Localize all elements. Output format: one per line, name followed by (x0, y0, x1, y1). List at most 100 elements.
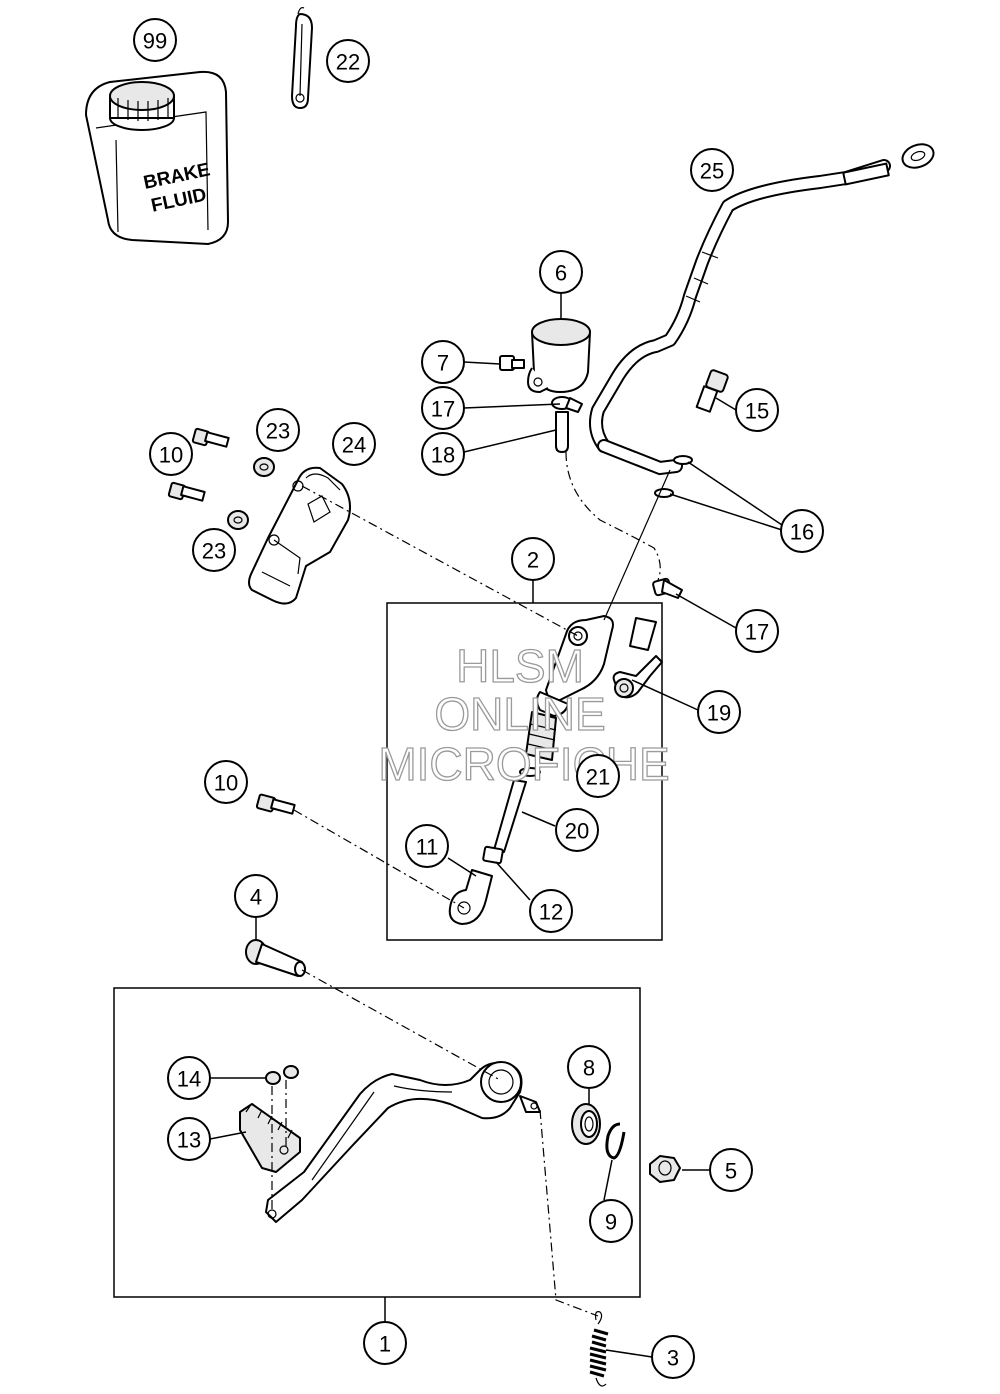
brake-pedal (265, 1061, 541, 1223)
callout-1: 1 (363, 1321, 407, 1365)
push-rod-nut (482, 845, 504, 865)
leader-lines (209, 293, 783, 1358)
brake-fluid-reservoir (527, 318, 591, 393)
callout-17-top-label: 17 (431, 397, 455, 422)
circlip (605, 1122, 626, 1160)
spacer-bottom (227, 510, 249, 530)
hose-clamp-lower (652, 577, 683, 599)
group-box-brake-pedal (113, 987, 641, 1298)
group-box-master-cylinder (386, 602, 663, 941)
callout-5-label: 5 (725, 1159, 737, 1184)
callout-20-label: 20 (565, 819, 589, 844)
callout-6-label: 6 (555, 261, 567, 286)
elbow-connector (612, 655, 663, 699)
watermark: HLSM ONLINE MICROFICHE (378, 639, 671, 790)
callout-10-lower-label: 10 (214, 771, 238, 796)
assembly-line-pivot-to-pedal (301, 969, 501, 1081)
push-rod (493, 779, 527, 853)
callout-16: 16 (780, 509, 824, 553)
watermark-line2: ONLINE (434, 688, 605, 740)
callout-21-label: 21 (586, 765, 610, 790)
callout-10-top: 10 (149, 432, 193, 476)
callout-8-label: 8 (583, 1056, 595, 1081)
callout-4-label: 4 (250, 885, 262, 910)
sealing-washers (654, 455, 693, 498)
pedal-tip-screws (265, 1065, 299, 1085)
callout-3-label: 3 (667, 1346, 679, 1371)
callout-17-top: 17 (421, 386, 465, 430)
return-spring (589, 1311, 609, 1387)
watermark-line1: HLSM (456, 640, 584, 692)
callout-17-lower: 17 (735, 609, 779, 653)
pedal-pivot-bolt (245, 939, 306, 977)
callout-18-label: 18 (431, 443, 455, 468)
callout-17-lower-label: 17 (745, 620, 769, 645)
heel-guard-bolt-top (191, 427, 230, 448)
callout-20: 20 (555, 808, 599, 852)
assembly-line-tip-screws (271, 1080, 287, 1210)
callout-16-label: 16 (790, 520, 814, 545)
callout-19: 19 (697, 690, 741, 734)
assembly-line-bolt-to-clevis (293, 809, 465, 909)
callout-14: 14 (167, 1056, 211, 1100)
callout-3: 3 (651, 1335, 695, 1379)
assembly-line-spring (539, 1109, 599, 1317)
callout-15: 15 (735, 388, 779, 432)
callout-22-label: 22 (336, 50, 360, 75)
callout-24: 24 (332, 422, 376, 466)
pedal-tip (239, 1103, 301, 1173)
callout-8: 8 (567, 1045, 611, 1089)
callout-21: 21 (576, 754, 620, 798)
callout-2-label: 2 (527, 548, 539, 573)
reservoir-screw (499, 355, 525, 371)
callout-22: 22 (326, 39, 370, 83)
master-cylinder-bolt (255, 793, 296, 815)
callout-6: 6 (539, 250, 583, 294)
hose-connector-sleeve (629, 617, 657, 651)
callout-13: 13 (167, 1117, 211, 1161)
pedal-bearing (571, 1103, 601, 1145)
split-pin (291, 7, 313, 109)
callout-14-label: 14 (177, 1067, 201, 1092)
callout-18: 18 (421, 432, 465, 476)
callout-23-bottom-label: 23 (202, 539, 226, 564)
callout-11: 11 (405, 824, 449, 868)
callout-12: 12 (529, 889, 573, 933)
heel-guard (248, 466, 351, 605)
callout-12-label: 12 (539, 900, 563, 925)
clevis (448, 869, 493, 925)
pivot-nut (649, 1155, 681, 1183)
callout-25: 25 (690, 148, 734, 192)
callout-13-label: 13 (177, 1128, 201, 1153)
master-cylinder (536, 615, 614, 717)
callout-99-label: 99 (143, 29, 167, 54)
callout-99: 99 (133, 18, 177, 62)
hose-clamp-top (551, 396, 583, 413)
callout-9-label: 9 (605, 1210, 617, 1235)
brake-line (589, 143, 935, 476)
heel-guard-bolt-bottom (167, 481, 206, 502)
spacer-top (253, 457, 275, 477)
dust-boot (519, 711, 557, 777)
callout-10-top-label: 10 (159, 443, 183, 468)
callout-19-label: 19 (707, 701, 731, 726)
brake-fluid-bottle: BRAKE FLUID (85, 70, 229, 245)
callout-4: 4 (234, 874, 278, 918)
callout-7-label: 7 (437, 351, 449, 376)
callout-2: 2 (511, 537, 555, 581)
callout-5: 5 (709, 1148, 753, 1192)
callout-23-bottom: 23 (192, 528, 236, 572)
callout-9: 9 (589, 1199, 633, 1243)
reservoir-hose (555, 411, 569, 453)
banjo-bolt (695, 369, 729, 413)
assembly-line-brakeline (603, 469, 671, 621)
callout-23-top: 23 (256, 408, 300, 452)
callout-1-label: 1 (379, 1332, 391, 1357)
callout-24-label: 24 (342, 433, 366, 458)
callout-15-label: 15 (745, 399, 769, 424)
callout-10-lower: 10 (204, 760, 248, 804)
callout-7: 7 (421, 340, 465, 384)
watermark-line3: MICROFICHE (378, 738, 669, 790)
assembly-line-guard-to-cylinder (301, 485, 579, 637)
